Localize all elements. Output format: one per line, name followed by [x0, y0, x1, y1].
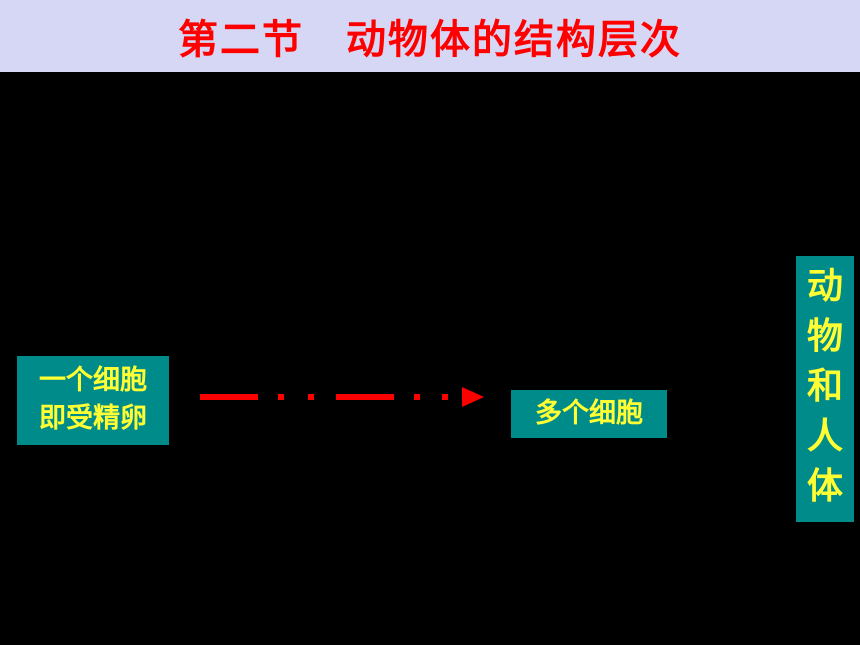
multi-cell-box: 多个细胞	[511, 390, 667, 438]
vertical-char-4: 人	[806, 416, 843, 457]
single-cell-line-2: 即受精卵	[39, 403, 147, 434]
dash-dot-arrow-right-icon	[200, 387, 484, 407]
vertical-char-1: 动	[806, 266, 843, 307]
vertical-char-5: 体	[806, 466, 843, 507]
multi-cell-label: 多个细胞	[535, 398, 643, 429]
title-bar: 第二节 动物体的结构层次	[0, 0, 860, 72]
animal-and-human-box: 动 物 和 人 体	[796, 256, 854, 522]
slide-title: 第二节 动物体的结构层次	[178, 17, 682, 63]
single-cell-line-1: 一个细胞	[39, 365, 147, 396]
single-cell-box: 一个细胞 即受精卵	[17, 356, 169, 445]
vertical-char-3: 和	[806, 366, 843, 407]
vertical-char-2: 物	[806, 316, 843, 357]
